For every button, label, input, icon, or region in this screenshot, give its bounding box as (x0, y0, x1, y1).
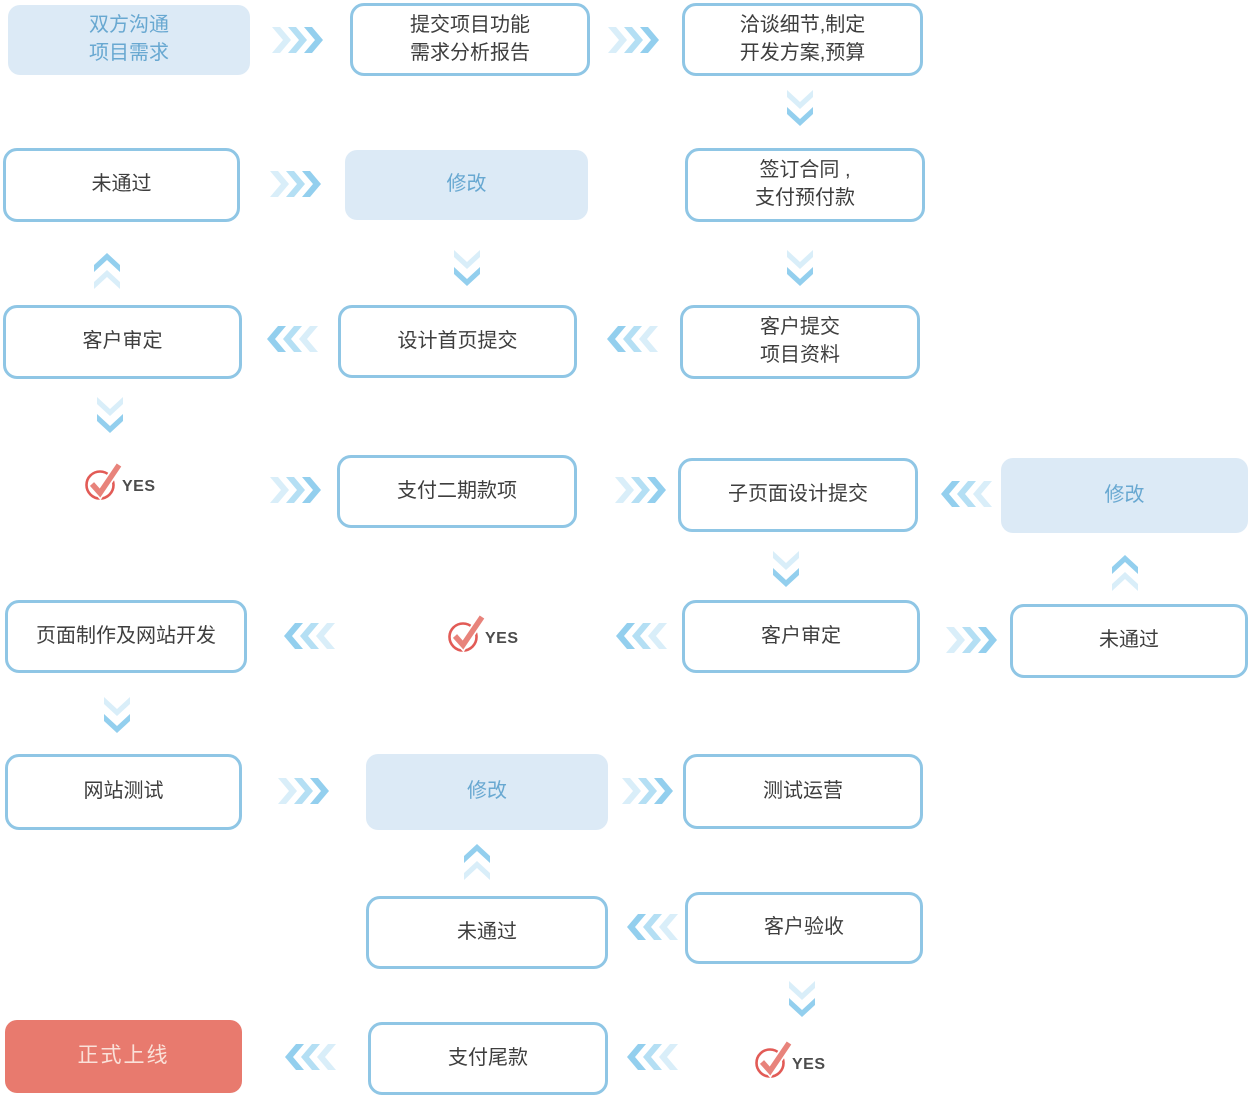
arrow-up-icon (1112, 553, 1138, 591)
flow-node-modify-1: 修改 (345, 150, 588, 220)
flow-node-submit-requirement-report: 提交项目功能 需求分析报告 (350, 3, 590, 76)
flow-node-label: 双方沟通 项目需求 (89, 14, 169, 64)
flow-node-client-review-2: 客户审定 (682, 600, 920, 673)
flow-node-label: 页面制作及网站开发 (36, 624, 216, 647)
arrow-left-icon (940, 481, 992, 507)
flow-node-label: 客户审定 (761, 624, 841, 647)
yes-check-icon: YES (753, 1036, 826, 1080)
flow-node-label: 子页面设计提交 (728, 483, 868, 506)
flow-node-label: 支付二期款项 (397, 479, 517, 502)
flow-node-label: 修改 (446, 173, 487, 196)
flow-node-label: 修改 (467, 780, 507, 803)
arrow-right-icon (278, 778, 330, 804)
arrow-up-icon (464, 842, 490, 880)
flow-node-label: 设计首页提交 (397, 329, 518, 352)
flow-node-label: 未通过 (91, 173, 152, 196)
flow-node-label: 测试运营 (763, 779, 843, 802)
arrow-left-icon (615, 623, 667, 649)
flow-node-label: 修改 (1104, 483, 1145, 506)
arrow-left-icon (606, 326, 658, 352)
flow-node-page-production-development: 页面制作及网站开发 (5, 600, 247, 673)
yes-label: YES (485, 630, 519, 647)
flow-node-official-launch: 正式上线 (5, 1020, 242, 1093)
check-circle-icon (448, 614, 486, 653)
flow-node-label: 客户提交 项目资料 (760, 316, 840, 366)
flow-node-subpage-design-submit: 子页面设计提交 (678, 458, 918, 532)
flow-node-label: 未通过 (1099, 629, 1159, 652)
yes-check-icon: YES (83, 458, 156, 502)
arrow-up-icon (94, 251, 120, 289)
flow-node-homepage-design-submit: 设计首页提交 (338, 305, 577, 378)
flow-node-not-passed-2: 未通过 (1010, 604, 1248, 678)
flow-node-label: 正式上线 (77, 1044, 170, 1068)
flow-node-test-operation: 测试运营 (683, 754, 923, 829)
arrow-down-icon (787, 90, 813, 128)
arrow-left-icon (626, 914, 678, 940)
arrow-down-icon (454, 250, 480, 288)
flow-node-modify-2: 修改 (1001, 458, 1248, 533)
flow-node-not-passed-3: 未通过 (366, 896, 608, 969)
arrow-right-icon (946, 627, 998, 653)
flow-node-label: 客户审定 (82, 330, 163, 353)
arrow-down-icon (104, 697, 130, 735)
arrow-down-icon (789, 981, 815, 1019)
flow-node-pay-final: 支付尾款 (368, 1022, 608, 1095)
arrow-right-icon (615, 477, 667, 503)
flow-node-label: 未通过 (457, 920, 517, 943)
flow-node-client-acceptance: 客户验收 (685, 892, 923, 964)
flow-node-label: 客户验收 (764, 916, 844, 939)
arrow-down-icon (97, 397, 123, 435)
flow-node-client-submit-materials: 客户提交 项目资料 (680, 305, 920, 379)
arrow-right-icon (270, 171, 322, 197)
flow-node-label: 提交项目功能 需求分析报告 (410, 13, 530, 64)
yes-check-icon: YES (446, 610, 519, 654)
yes-label: YES (122, 478, 156, 495)
flow-node-site-testing: 网站测试 (5, 754, 242, 830)
check-circle-icon (755, 1040, 793, 1079)
arrow-right-icon (622, 778, 674, 804)
arrow-left-icon (284, 1044, 336, 1070)
yes-label: YES (792, 1056, 826, 1073)
arrow-right-icon (608, 27, 660, 53)
flow-node-label: 洽谈细节,制定 开发方案,预算 (739, 13, 866, 64)
flow-node-not-passed-1: 未通过 (3, 148, 240, 222)
arrow-right-icon (270, 477, 322, 503)
flow-node-communicate-requirements: 双方沟通 项目需求 (8, 5, 250, 75)
flow-node-label: 签订合同 , 支付预付款 (755, 159, 855, 209)
flow-node-label: 支付尾款 (448, 1046, 528, 1069)
flow-node-pay-phase2: 支付二期款项 (337, 455, 577, 528)
arrow-left-icon (626, 1044, 678, 1070)
arrow-left-icon (266, 326, 318, 352)
flow-node-sign-contract-prepay: 签订合同 , 支付预付款 (685, 148, 925, 222)
flow-node-modify-3: 修改 (366, 754, 608, 830)
flow-node-negotiate-plan-budget: 洽谈细节,制定 开发方案,预算 (682, 3, 923, 76)
check-circle-icon (85, 462, 123, 501)
arrow-left-icon (283, 623, 335, 649)
flow-node-label: 网站测试 (83, 780, 164, 803)
arrow-down-icon (773, 551, 799, 589)
arrow-right-icon (272, 27, 324, 53)
flow-node-client-review-1: 客户审定 (3, 305, 242, 379)
arrow-down-icon (787, 250, 813, 288)
